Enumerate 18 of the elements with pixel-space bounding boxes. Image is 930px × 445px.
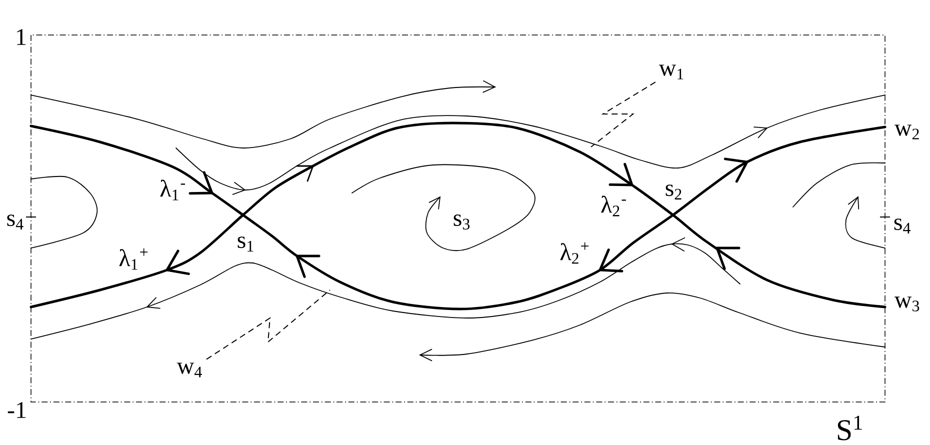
- leader-line: [590, 82, 656, 148]
- point-label: s$_{4}$: [894, 218, 910, 234]
- axis-label: -1: [8, 402, 26, 418]
- curve-label: λ$_{2}$+: [560, 242, 589, 264]
- axis-label: 1: [17, 29, 26, 45]
- curve-label: w$_{1}$: [658, 64, 684, 80]
- point-label: s$_{4}$: [7, 214, 24, 230]
- curve-label: λ$_{1}$+: [119, 248, 148, 270]
- curve-label: w$_{2}$: [894, 124, 919, 140]
- leader-line: [206, 290, 330, 360]
- curve-label: λ$_{2}$-: [601, 196, 626, 216]
- axis-label: S$^{1}$: [838, 416, 862, 440]
- curve-label: λ$_{1}$-: [160, 180, 186, 200]
- point-label: s$_{3}$: [454, 214, 470, 230]
- curve-label: w$_{3}$: [894, 296, 920, 312]
- curve-label: w$_{4}$: [176, 362, 202, 378]
- point-label: s$_{1}$: [238, 236, 254, 252]
- point-label: s$_{2}$: [666, 184, 682, 200]
